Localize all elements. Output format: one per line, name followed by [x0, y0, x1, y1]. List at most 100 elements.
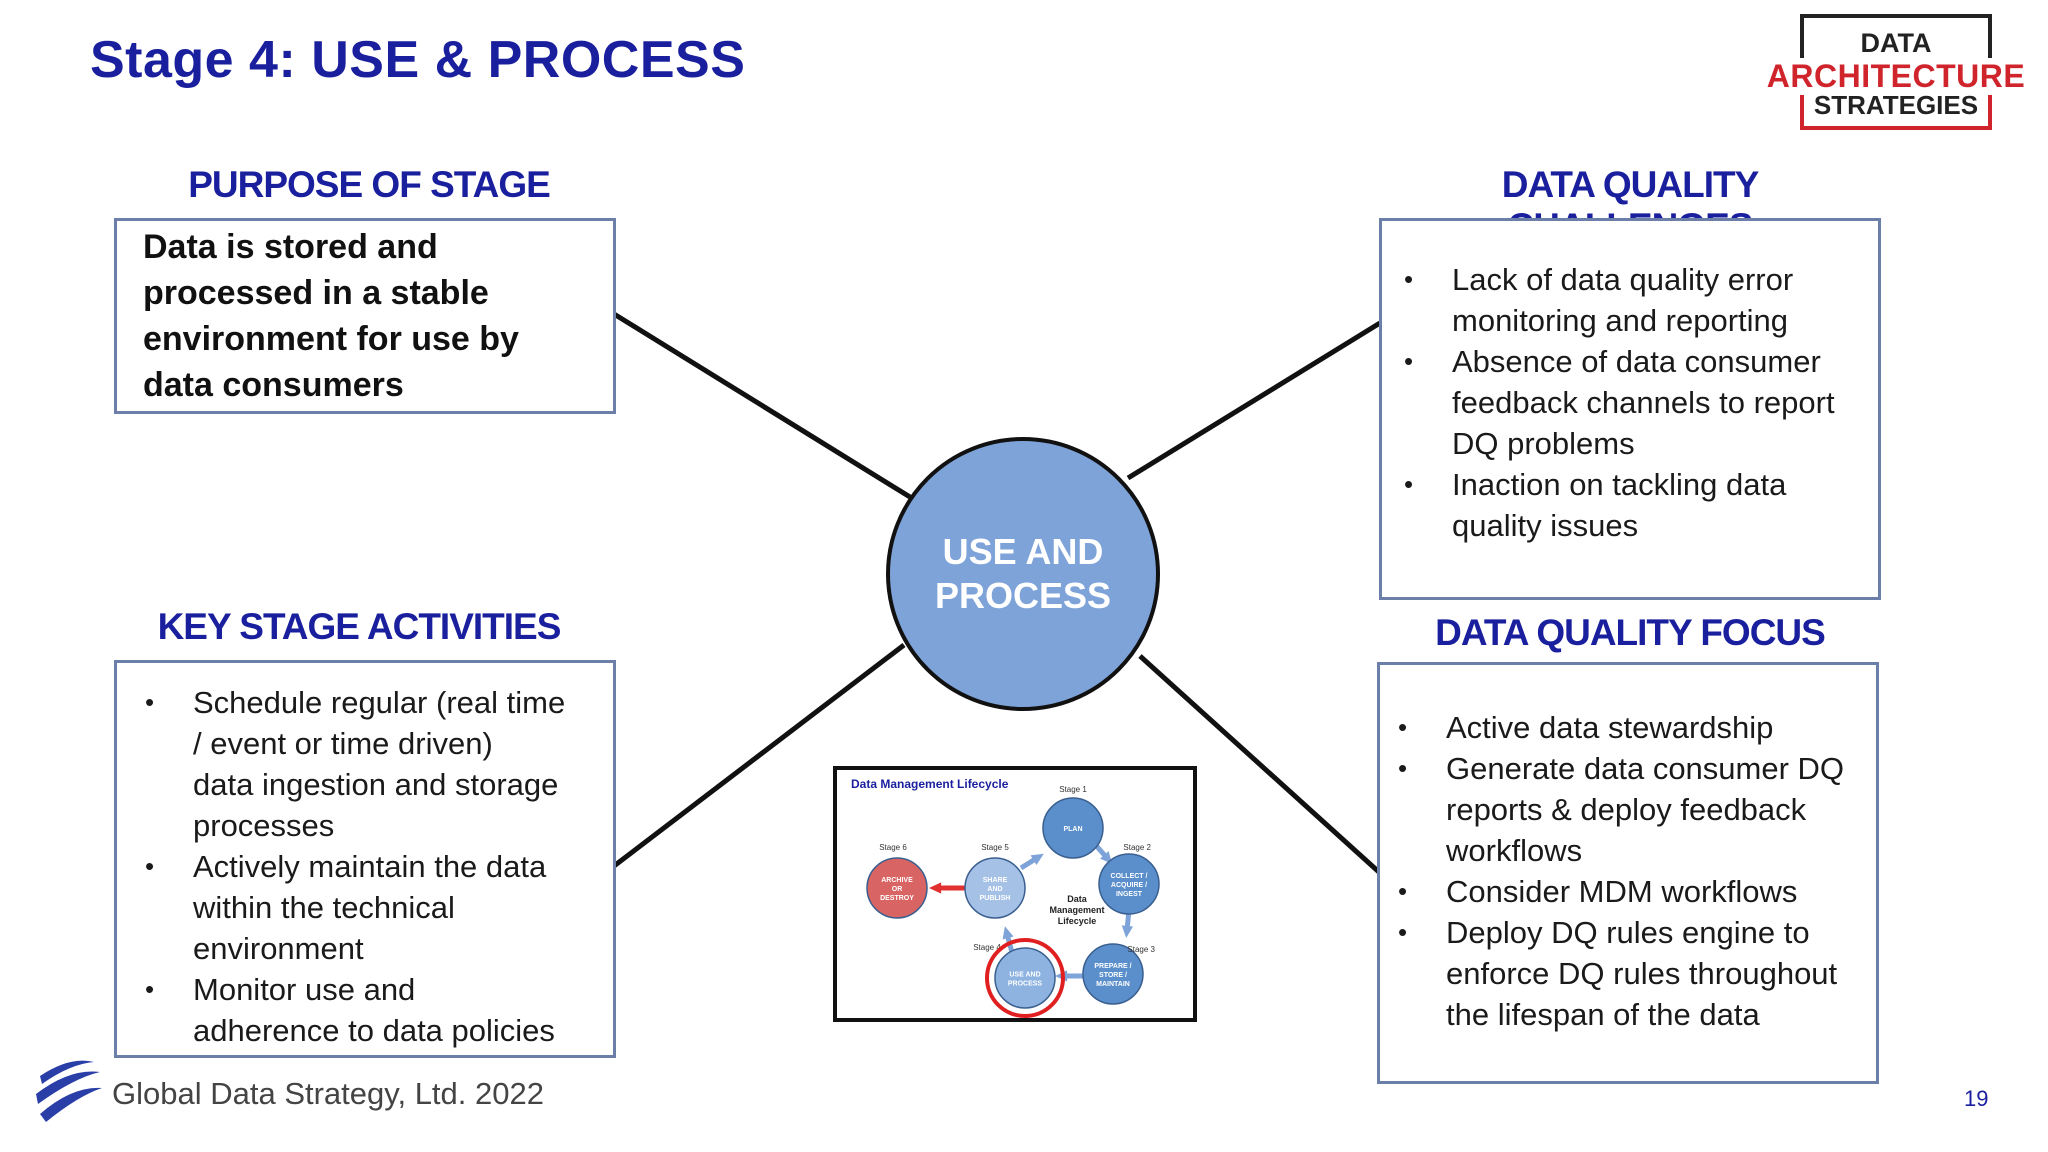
footer-globe-icon	[36, 1060, 102, 1122]
lifecycle-node-label: PLAN	[1063, 826, 1082, 833]
connector-bottom-right	[1138, 654, 1382, 875]
list-line: enforce DQ rules throughout	[1446, 956, 1838, 991]
list-line: Schedule regular (real time	[193, 685, 566, 720]
lifecycle-node-label: OR	[892, 886, 903, 893]
list-line: quality issues	[1452, 508, 1639, 543]
list-line: workflows	[1446, 833, 1583, 868]
purpose-text: Data is stored and processed in a stable…	[117, 221, 613, 408]
logo-line2: ARCHITECTURE	[1760, 58, 2032, 95]
lifecycle-node-label: ARCHIVE	[881, 877, 913, 884]
connector-top-left	[612, 311, 912, 500]
center-line1: USE AND	[942, 531, 1104, 572]
list-line: reports & deploy feedback	[1446, 792, 1807, 827]
challenges-box: Lack of data quality error monitoring an…	[1379, 218, 1881, 600]
lifecycle-stage-label: Stage 5	[981, 843, 1009, 852]
lifecycle-node-label: AND	[987, 886, 1002, 893]
lifecycle-node-label: DESTROY	[880, 895, 914, 902]
company-logo: DATA ARCHITECTURE STRATEGIES	[1760, 14, 2032, 130]
lifecycle-node	[1082, 943, 1144, 1005]
list-line: adherence to data policies	[193, 1013, 555, 1048]
list-item: Schedule regular (real time / event or t…	[145, 682, 613, 846]
list-line: Inaction on tackling data	[1452, 467, 1787, 502]
activities-box: Schedule regular (real time / event or t…	[114, 660, 616, 1058]
lifecycle-title: Data Management Lifecycle	[851, 777, 1009, 791]
lifecycle-stage-label: Stage 1	[1059, 785, 1087, 794]
lifecycle-node	[1042, 797, 1104, 859]
footer-text: Global Data Strategy, Ltd. 2022	[112, 1076, 544, 1111]
list-item: Active data stewardship	[1398, 707, 1876, 748]
logo-frame-red	[1800, 64, 1992, 130]
list-line: environment	[193, 931, 364, 966]
list-item: Deploy DQ rules engine to enforce DQ rul…	[1398, 912, 1876, 1035]
list-line: within the technical	[193, 890, 455, 925]
list-item: Absence of data consumer feedback channe…	[1404, 341, 1878, 464]
lifecycle-arrowhead	[1030, 853, 1044, 865]
page-number: 19	[1964, 1086, 1989, 1111]
lifecycle-stage-label: Stage 2	[1123, 843, 1151, 852]
purpose-box: Data is stored and processed in a stable…	[114, 218, 616, 414]
lifecycle-node-label: ACQUIRE /	[1111, 882, 1147, 889]
list-line: monitoring and reporting	[1452, 303, 1789, 338]
activities-list: Schedule regular (real time / event or t…	[145, 682, 613, 1051]
focus-box: Active data stewardship Generate data co…	[1377, 662, 1879, 1084]
slide-title: Stage 4: USE & PROCESS	[90, 31, 746, 89]
list-line: data ingestion and storage	[193, 767, 559, 802]
lifecycle-node-label: PROCESS	[1008, 981, 1043, 988]
connector-top-right	[1126, 320, 1382, 481]
lifecycle-arrowhead	[1121, 925, 1134, 938]
list-line: Lack of data quality error	[1452, 262, 1794, 297]
lifecycle-node-label: COLLECT /	[1111, 873, 1148, 880]
focus-heading: DATA QUALITY FOCUS	[1435, 612, 1826, 653]
list-line: processes	[193, 808, 335, 843]
lifecycle-node-label: PUBLISH	[980, 895, 1011, 902]
list-line: feedback channels to report	[1452, 385, 1835, 420]
lifecycle-center-1: Data	[1067, 894, 1088, 904]
lifecycle-stage-label: Stage 4	[973, 943, 1001, 952]
list-item: Monitor use and adherence to data polici…	[145, 969, 613, 1051]
list-line: Actively maintain the data	[193, 849, 547, 884]
list-item: Generate data consumer DQ reports & depl…	[1398, 748, 1876, 871]
list-line: Consider MDM workflows	[1446, 874, 1798, 909]
list-line: / event or time driven)	[193, 726, 493, 761]
lifecycle-node-label: MAINTAIN	[1096, 981, 1130, 988]
logo-line3: STRATEGIES	[1813, 90, 1979, 120]
purpose-line: data consumers	[143, 366, 404, 404]
list-line: Active data stewardship	[1446, 710, 1774, 745]
list-item: Actively maintain the data within the te…	[145, 846, 613, 969]
lifecycle-node-label: USE AND	[1009, 972, 1040, 979]
lifecycle-arrowhead	[1002, 926, 1014, 940]
logo-line1: DATA	[1860, 28, 1932, 58]
lifecycle-stage-label: Stage 3	[1127, 945, 1155, 954]
list-line: Deploy DQ rules engine to	[1446, 915, 1810, 950]
purpose-line: environment for use by	[143, 320, 519, 358]
purpose-line: Data is stored and	[143, 228, 438, 266]
lifecycle-center-2: Management	[1049, 905, 1104, 915]
lifecycle-diagram: Data Management Lifecycle Data Managemen…	[833, 766, 1197, 1022]
list-item: Inaction on tackling data quality issues	[1404, 464, 1878, 546]
list-item: Consider MDM workflows	[1398, 871, 1876, 912]
purpose-heading: PURPOSE OF STAGE	[188, 164, 551, 205]
center-circle: USE AND PROCESS	[886, 437, 1160, 711]
lifecycle-center-3: Lifecycle	[1058, 916, 1097, 926]
list-line: Generate data consumer DQ	[1446, 751, 1845, 786]
lifecycle-svg: Data Management Lifecycle Data Managemen…	[851, 777, 1160, 1018]
lifecycle-node	[994, 947, 1056, 1009]
lifecycle-node	[964, 857, 1026, 919]
lifecycle-arrowhead	[929, 882, 942, 894]
lifecycle-node-label: SHARE	[983, 877, 1008, 884]
list-line: DQ problems	[1452, 426, 1635, 461]
lifecycle-node-label: STORE /	[1099, 972, 1127, 979]
challenges-list: Lack of data quality error monitoring an…	[1404, 259, 1878, 546]
connector-bottom-left	[612, 643, 906, 868]
list-line: the lifespan of the data	[1446, 997, 1760, 1032]
lifecycle-stage-label: Stage 6	[879, 843, 907, 852]
purpose-line: processed in a stable	[143, 274, 489, 312]
lifecycle-node	[866, 857, 928, 919]
focus-list: Active data stewardship Generate data co…	[1398, 707, 1876, 1035]
lifecycle-node	[1098, 853, 1160, 915]
lifecycle-highlight-ring	[985, 938, 1065, 1018]
list-line: Absence of data consumer	[1452, 344, 1821, 379]
list-item: Lack of data quality error monitoring an…	[1404, 259, 1878, 341]
